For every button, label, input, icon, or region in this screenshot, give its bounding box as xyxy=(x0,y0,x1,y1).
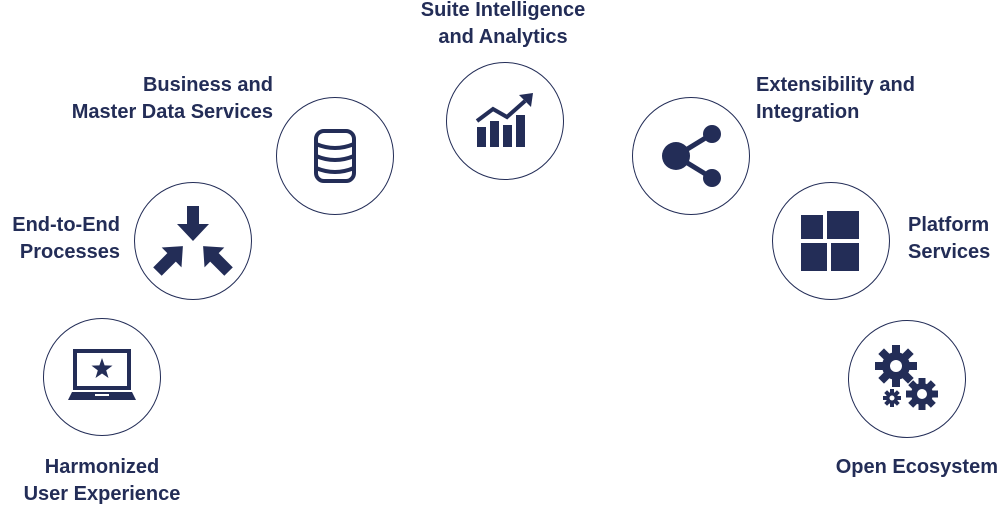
open-ecosystem-label: Open Ecosystem xyxy=(780,454,998,481)
label-line: Master Data Services xyxy=(71,101,273,123)
business-master-data-services-circle xyxy=(276,97,394,215)
harmonized-user-experience-label: Harmonized User Experience xyxy=(2,454,202,508)
gears-icon xyxy=(875,345,938,410)
label-line: Harmonized xyxy=(44,456,160,478)
label-line: Extensibility and xyxy=(756,74,915,96)
platform-services-circle xyxy=(772,182,890,300)
laptop-star-icon xyxy=(68,349,136,400)
share-icon xyxy=(662,125,721,187)
label-line: and Analytics xyxy=(438,26,568,48)
end-to-end-processes-circle xyxy=(134,182,252,300)
end-to-end-processes-label: End-to-End Processes xyxy=(0,212,120,266)
label-line: End-to-End xyxy=(12,214,120,236)
extensibility-integration-label: Extensibility and Integration xyxy=(756,72,976,126)
database-icon xyxy=(314,129,356,183)
growth-chart-icon xyxy=(475,93,533,147)
label-line: Processes xyxy=(19,241,120,263)
extensibility-integration-circle xyxy=(632,97,750,215)
open-ecosystem-circle xyxy=(848,320,966,438)
label-line: Suite Intelligence xyxy=(420,0,586,21)
label-line: User Experience xyxy=(23,483,181,505)
suite-intelligence-analytics-label: Suite Intelligence and Analytics xyxy=(380,0,626,51)
label-line: Platform xyxy=(908,214,990,236)
label-line: Services xyxy=(908,241,991,263)
label-line: Open Ecosystem xyxy=(835,456,998,478)
label-line: Integration xyxy=(756,101,860,123)
tiles-icon xyxy=(801,211,859,271)
converging-arrows-icon xyxy=(153,206,233,276)
harmonized-user-experience-circle xyxy=(43,318,161,436)
suite-intelligence-analytics-circle xyxy=(446,62,564,180)
business-master-data-services-label: Business and Master Data Services xyxy=(20,72,273,126)
platform-services-label: Platform Services xyxy=(908,212,1000,266)
label-line: Business and xyxy=(142,74,273,96)
